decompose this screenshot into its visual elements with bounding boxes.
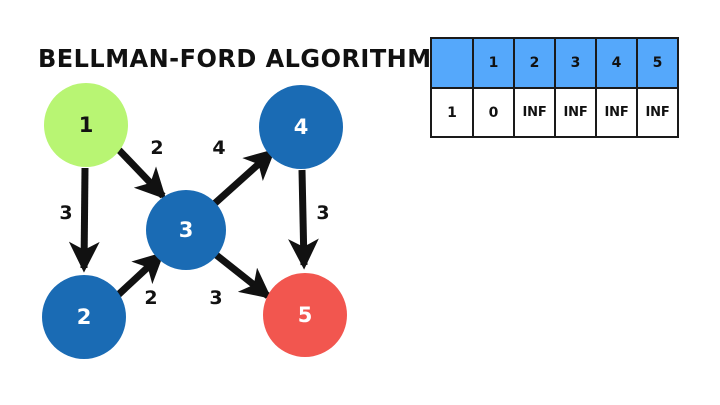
graph-node-4[interactable]: 4: [259, 85, 343, 169]
edge-weight-2-3: 2: [144, 287, 158, 309]
edge-weight-1-3: 2: [150, 137, 164, 159]
edge-weight-3-5: 3: [209, 287, 223, 309]
graph-node-2-label: 2: [76, 305, 92, 329]
table-cell-5: INF: [636, 87, 679, 138]
graph-node-3[interactable]: 3: [146, 190, 226, 270]
graph-node-1[interactable]: 1: [44, 83, 128, 167]
table-header-cell-3: 3: [554, 37, 597, 89]
graph-edges: [68, 147, 319, 299]
table-cell-4: INF: [595, 87, 638, 138]
edge-weight-4-5: 3: [316, 202, 330, 224]
table-cell-3: INF: [554, 87, 597, 138]
graph-node-2[interactable]: 2: [42, 275, 126, 359]
edge-1-3: [116, 147, 167, 200]
distance-table: 1 2 3 4 5 1 0 INF INF INF INF: [430, 37, 679, 138]
edge-1-2: [68, 167, 100, 273]
table-row: 1 0 INF INF INF INF: [430, 87, 679, 138]
graph-node-3-label: 3: [178, 218, 194, 242]
table-header-corner: [430, 37, 474, 89]
table-header-row: 1 2 3 4 5: [430, 37, 679, 89]
edge-weight-1-2: 3: [59, 202, 73, 224]
graph-node-5-label: 5: [297, 303, 313, 327]
edge-3-4: [210, 148, 276, 208]
edge-2-3: [115, 251, 165, 298]
graph-node-4-label: 4: [293, 115, 309, 139]
table-header-cell-2: 2: [513, 37, 556, 89]
edge-weight-3-4: 4: [212, 137, 226, 159]
edge-3-5: [212, 251, 272, 299]
page-title: BELLMAN-FORD ALGORITHM: [38, 44, 432, 73]
table-cell-1: 0: [472, 87, 515, 138]
graph-node-1-label: 1: [78, 113, 94, 137]
graph-node-5[interactable]: 5: [263, 273, 347, 357]
table-header-cell-4: 4: [595, 37, 638, 89]
table-row-header: 1: [430, 87, 474, 138]
table-header-cell-5: 5: [636, 37, 679, 89]
edge-4-5: [288, 169, 319, 270]
table-cell-2: INF: [513, 87, 556, 138]
table-header-cell-1: 1: [472, 37, 515, 89]
